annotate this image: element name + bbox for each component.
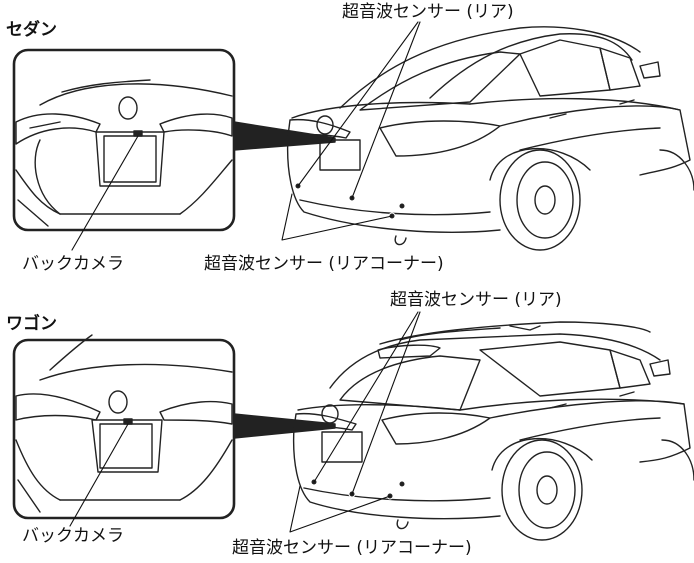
wagon-camera-label: バックカメラ [22, 526, 124, 546]
wagon-rear-sensor-label: 超音波センサー (リア) [390, 290, 562, 310]
sedan-camera-label: バックカメラ [22, 254, 124, 274]
wagon-camera-inset [12, 334, 236, 520]
wagon-corner-sensor-label: 超音波センサー (リアコーナー) [232, 538, 472, 558]
sedan-rear-sensor-label: 超音波センサー (リア) [342, 2, 514, 22]
sedan-car [286, 26, 694, 251]
wagon-heading: ワゴン [6, 314, 57, 334]
sedan-camera-inset [12, 48, 236, 232]
sedan-heading: セダン [6, 20, 57, 40]
wagon-car [292, 321, 694, 541]
sedan-corner-sensor-label: 超音波センサー (リアコーナー) [204, 254, 444, 274]
